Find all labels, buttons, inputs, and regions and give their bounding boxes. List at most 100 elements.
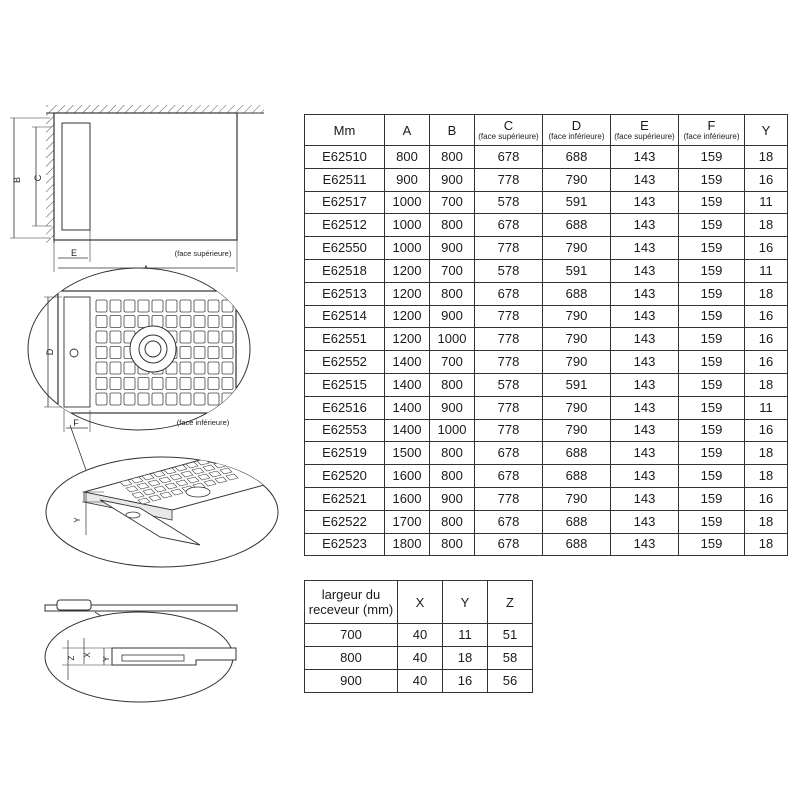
- rib-cell: [221, 377, 234, 390]
- detail-rib-cell: [180, 470, 194, 478]
- header-main-label: F: [707, 118, 716, 133]
- dimension-cell: 1400: [384, 350, 430, 374]
- dimension-cell: 688: [542, 213, 611, 238]
- dimension-cell: 11: [744, 395, 788, 420]
- dimensions-header-cell: Mm: [304, 114, 385, 146]
- rib-cell: [123, 315, 136, 328]
- dimension-cell: 700: [429, 190, 475, 215]
- dimension-cell: 16: [744, 167, 788, 192]
- header-sub-label: (face supérieure): [614, 132, 675, 141]
- dimension-cell: 11: [744, 190, 788, 215]
- model-code-cell: E62521: [304, 486, 385, 511]
- dimension-cell: 800: [429, 281, 475, 306]
- model-code-cell: E62523: [304, 532, 385, 557]
- detail-rib-cell: [136, 482, 150, 490]
- xyz-value-cell: 40: [397, 623, 443, 647]
- dimension-cell: 143: [610, 281, 679, 306]
- tray-width-cell: 900: [304, 669, 398, 693]
- rib-cell: [137, 299, 150, 313]
- detail-rib-cell: [148, 494, 162, 502]
- detail-rib-cell: [159, 491, 173, 499]
- dimensions-header-cell: A: [384, 114, 430, 146]
- dimension-cell: 159: [678, 441, 745, 466]
- detail-rib-cell: [225, 473, 239, 481]
- dimension-cell: 1500: [384, 441, 430, 466]
- rib-cell: [221, 315, 234, 328]
- xyz-header-cell: largeur du receveur (mm): [304, 580, 398, 624]
- dimension-cell: 18: [744, 281, 788, 306]
- dimension-cell: 159: [678, 372, 745, 397]
- dimension-cell: 143: [610, 441, 679, 466]
- dimension-cell: 159: [678, 350, 745, 374]
- dimension-cell: 1400: [384, 418, 430, 443]
- dimension-cell: 143: [610, 145, 679, 169]
- dimension-cell: 688: [542, 145, 611, 169]
- dimension-cell: 1000: [384, 213, 430, 238]
- rib-cell: [207, 346, 220, 359]
- dim-label-D: D: [45, 348, 55, 355]
- model-code-cell: E62511: [304, 167, 385, 192]
- xyz-header-cell: Z: [487, 580, 533, 624]
- detail-rib-cell: [202, 464, 216, 472]
- rib-cell: [151, 377, 164, 390]
- rib-cell: [123, 299, 136, 313]
- dimension-cell: 1600: [384, 464, 430, 488]
- header-main-label: D: [571, 118, 582, 133]
- tray-width-cell: 800: [304, 646, 398, 670]
- dimension-cell: 778: [474, 236, 543, 260]
- dimension-cell: 790: [542, 395, 611, 420]
- dimension-cell: 143: [610, 258, 679, 283]
- rib-cell: [95, 377, 108, 390]
- dimension-cell: 678: [474, 441, 543, 466]
- dimension-cell: 18: [744, 372, 788, 397]
- dimension-cell: 678: [474, 509, 543, 534]
- rib-cell: [109, 361, 122, 375]
- dimension-cell: 790: [542, 167, 611, 192]
- rib-cell: [109, 392, 122, 406]
- detail-rib-cell: [197, 473, 211, 481]
- header-main-label: C: [503, 118, 514, 133]
- dimension-cell: 591: [542, 372, 611, 397]
- detail-rib-cell: [130, 476, 144, 484]
- dimension-cell: 578: [474, 258, 543, 283]
- dimension-cell: 143: [610, 418, 679, 443]
- xyz-value-cell: 51: [487, 623, 533, 647]
- dimension-cell: 159: [678, 395, 745, 420]
- rib-cell: [95, 346, 108, 359]
- rib-cell: [193, 330, 206, 344]
- rib-cell: [207, 377, 220, 390]
- dimension-cell: 800: [429, 441, 475, 466]
- header-main-label: A: [402, 122, 412, 138]
- dimension-cell: 159: [678, 213, 745, 238]
- rib-cell: [165, 377, 178, 390]
- dim-label-E: E: [71, 248, 77, 258]
- rib-cell: [193, 346, 206, 359]
- model-code-cell: E62513: [304, 281, 385, 306]
- dimension-cell: 159: [678, 258, 745, 283]
- rib-cell: [193, 361, 206, 375]
- detail-rib-cell: [214, 476, 228, 484]
- dimension-cell: 143: [610, 213, 679, 238]
- label-face-inferieure: (face inférieure): [177, 418, 230, 427]
- dim-label-F: F: [73, 418, 79, 428]
- dimension-cell: 1000: [384, 236, 430, 260]
- detail-rib-cell: [141, 473, 155, 481]
- dimension-cell: 143: [610, 190, 679, 215]
- rib-cell: [221, 361, 234, 375]
- dim-label-Z: Z: [67, 655, 76, 660]
- xyz-value-cell: 18: [442, 646, 488, 670]
- rib-cell: [221, 330, 234, 344]
- rib-grid: [95, 299, 234, 406]
- xyz-table-header: largeur du receveur (mm) X Y Z: [304, 580, 533, 624]
- rib-cell: [95, 392, 108, 406]
- dimensions-header-cell: D(face inférieure): [542, 114, 611, 146]
- rib-cell: [137, 392, 150, 406]
- rib-cell: [221, 299, 234, 313]
